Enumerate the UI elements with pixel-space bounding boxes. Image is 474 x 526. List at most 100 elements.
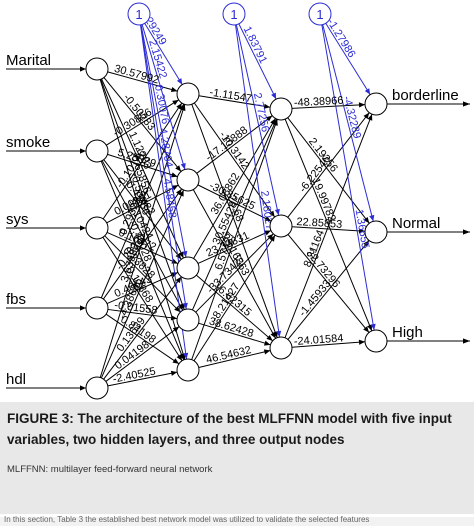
nodes-layer: 1 1 1 xyxy=(85,2,388,400)
input-line-4-arrowhead xyxy=(80,385,86,391)
weight-label-input0-h1-0: 30.57992 xyxy=(113,63,160,87)
edge-h2-1-out-1-arrowhead xyxy=(358,228,366,234)
edge-h1-2-h2-1 xyxy=(197,230,272,264)
edge-input3-h1-1 xyxy=(102,188,183,300)
input-node-4 xyxy=(85,376,109,400)
input-label-4: hdl xyxy=(6,371,26,388)
input-line-2-arrowhead xyxy=(80,225,86,231)
bias-edge-h2-0 xyxy=(238,23,277,100)
edge-input2-h1-2 xyxy=(106,231,179,265)
edge-h1-3-h2-2-arrowhead xyxy=(263,340,271,346)
edge-input4-h1-1-arrowhead xyxy=(178,190,184,197)
edges-layer xyxy=(6,23,470,391)
edge-input1-h1-1 xyxy=(107,153,178,178)
output-node-1 xyxy=(364,220,388,244)
input-label-0: Marital xyxy=(6,52,51,69)
hidden2-node-0 xyxy=(269,97,293,121)
figure-caption: FIGURE 3: The architecture of the best M… xyxy=(0,402,474,514)
hidden2-node-2 xyxy=(269,336,293,360)
edge-input4-h1-0 xyxy=(99,104,186,378)
bias-edge-h1-1 xyxy=(141,24,186,170)
bias-edge-h1-4-arrowhead xyxy=(183,352,189,360)
edge-h2-0-out-2-arrowhead xyxy=(367,324,372,331)
edge-h1-4-h2-0 xyxy=(191,119,278,360)
edge-h1-4-h2-1 xyxy=(193,234,276,362)
edge-input1-h1-4 xyxy=(100,160,185,361)
edge-input2-h1-4-arrowhead xyxy=(176,354,183,361)
edge-input2-h1-3-arrowhead xyxy=(174,306,181,313)
input-label-1: smoke xyxy=(6,134,50,151)
hidden1-node-1 xyxy=(176,168,200,192)
hidden1-node-2 xyxy=(176,256,200,280)
edge-h1-1-h2-0 xyxy=(196,115,273,174)
bias-weight-label-h1-4: 4.58458 xyxy=(161,178,178,219)
edge-input1-h1-1-arrowhead xyxy=(171,172,178,178)
bias-edge-h1-3-arrowhead xyxy=(182,302,188,310)
edge-input2-h1-1 xyxy=(106,184,179,224)
edge-input4-h1-1 xyxy=(100,189,185,379)
edge-h1-4-h2-1-arrowhead xyxy=(269,235,276,242)
edge-input4-h1-2 xyxy=(103,276,182,380)
input-node-0 xyxy=(85,57,109,81)
bias-node-label-0: 1 xyxy=(135,7,142,22)
bias-edge-h1-1-arrowhead xyxy=(180,162,186,170)
body-text-strip: In this section, Table 3 the established… xyxy=(0,515,474,526)
input-label-2: sys xyxy=(6,211,29,228)
input-line-0-arrowhead xyxy=(80,66,86,72)
caption-title: FIGURE 3: The architecture of the best M… xyxy=(7,411,452,447)
edge-input3-h1-3 xyxy=(107,308,178,320)
edge-input3-h1-3-arrowhead xyxy=(170,315,178,321)
bias-weight-label-out-1: -4.32289 xyxy=(341,95,363,140)
edge-h2-2-out-2-arrowhead xyxy=(358,339,366,345)
edge-input0-h1-0-arrowhead xyxy=(170,86,178,93)
edge-h2-1-out-2 xyxy=(287,234,370,333)
edge-h1-2-h2-2-arrowhead xyxy=(266,334,273,341)
hidden2-node-1 xyxy=(269,214,293,238)
edge-input2-h1-3 xyxy=(104,235,181,313)
edge-h1-3-h2-2 xyxy=(198,322,271,346)
hidden1-node-3 xyxy=(176,308,200,332)
edge-h1-4-h2-2-arrowhead xyxy=(263,349,271,355)
edge-h1-4-h2-2 xyxy=(198,350,271,368)
edge-h1-1-h2-2 xyxy=(192,189,277,339)
caption-note: MLFFNN: multilayer feed-forward neural n… xyxy=(7,464,213,475)
bias-node-2 xyxy=(308,2,332,26)
edge-h2-0-out-0-arrowhead xyxy=(358,102,366,108)
bias-node-label-1: 1 xyxy=(230,7,237,22)
edge-h1-0-h2-1 xyxy=(193,102,276,218)
edge-h1-3-h2-0 xyxy=(191,118,278,311)
edge-input0-h1-4 xyxy=(99,79,186,360)
edge-h1-1-h2-0-arrowhead xyxy=(265,115,273,122)
bias-edge-out-1-arrowhead xyxy=(369,214,375,222)
edge-input0-h1-3 xyxy=(100,79,185,310)
weight-label-h2-0-out-0: -48.38966 xyxy=(294,95,344,110)
output-node-0 xyxy=(364,92,388,116)
edge-input1-h1-2-arrowhead xyxy=(175,252,182,260)
bias-node-label-2: 1 xyxy=(316,7,323,22)
weight-label-h2-2-out-2: -24.01584 xyxy=(293,332,343,348)
input-line-3-arrowhead xyxy=(80,305,86,311)
edge-h2-2-out-1-arrowhead xyxy=(363,240,370,247)
weight-label-h2-2-out-1: -1.45933 xyxy=(297,278,334,319)
edge-h1-0-h2-2 xyxy=(191,104,278,338)
edge-h1-2-h2-0 xyxy=(193,118,276,259)
edge-h1-1-h2-2-arrowhead xyxy=(270,331,276,339)
edge-h1-2-h2-1-arrowhead xyxy=(264,230,271,236)
edge-input0-h1-2 xyxy=(101,78,184,259)
bias-weight-label-h1-2: 0.30076 xyxy=(152,84,171,125)
edge-h2-0-out-1-arrowhead xyxy=(363,216,370,224)
edge-input1-h1-2 xyxy=(103,159,182,260)
edge-h1-0-h2-0-arrowhead xyxy=(263,103,271,109)
output-label-1: Normal xyxy=(392,215,440,232)
edge-h2-2-out-2 xyxy=(291,341,366,348)
edge-h1-2-h2-2 xyxy=(196,274,273,342)
edge-input0-h1-0 xyxy=(107,71,178,92)
edge-input3-h1-2 xyxy=(106,271,179,305)
edge-h1-4-h2-0-arrowhead xyxy=(272,119,278,126)
edge-h2-1-out-1 xyxy=(291,226,366,232)
weight-label-h1-4-h2-2: 46.54632 xyxy=(205,344,252,366)
output-node-2 xyxy=(364,329,388,353)
bias-edge-h2-0-arrowhead xyxy=(271,92,277,100)
bias-edge-out-0-arrowhead xyxy=(364,88,371,95)
bias-node-0 xyxy=(127,2,151,26)
